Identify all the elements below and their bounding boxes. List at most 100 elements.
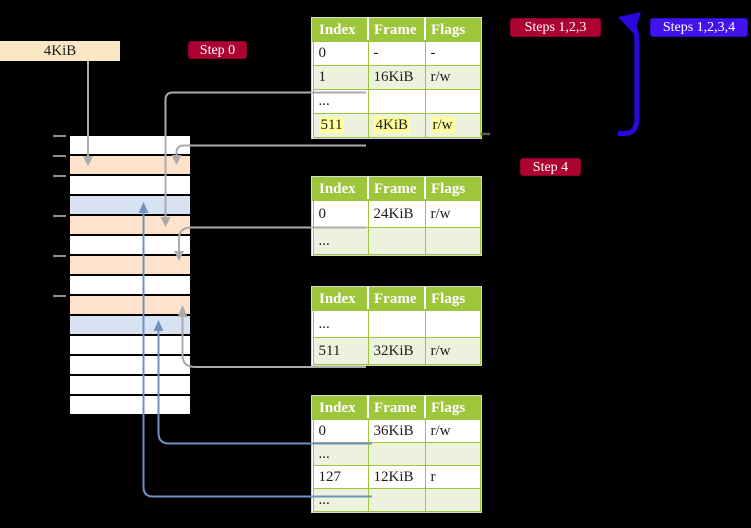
table-row: ...: [312, 442, 481, 466]
column-header-flags: Flags: [424, 18, 481, 42]
page-table-level-4: Index Frame Flags 0 - - 1 16KiB r/w ... …: [311, 17, 482, 139]
column-header-index: Index: [312, 396, 369, 420]
cell-frame: 4KiB: [367, 113, 426, 138]
table-row: 0 - -: [312, 40, 481, 66]
table-row: ...: [312, 309, 481, 338]
cell-flags: -: [424, 40, 481, 66]
cell-flags: r: [424, 465, 481, 489]
cell-frame: [367, 89, 426, 114]
cell-index: 511: [312, 113, 369, 138]
header-row: Index Frame Flags: [312, 18, 481, 42]
column-header-frame: Frame: [367, 396, 426, 420]
memory-row: [70, 396, 190, 414]
highlight: 511: [318, 117, 345, 133]
cell-frame: 16KiB: [367, 65, 426, 90]
recursive-loop-arrowhead: [618, 12, 641, 34]
cell-index: ...: [312, 488, 369, 512]
table-row: 1 16KiB r/w: [312, 65, 481, 90]
cell-flags: [424, 442, 481, 466]
column-header-flags: Flags: [424, 177, 481, 201]
cell-flags: r/w: [424, 199, 481, 228]
physical-memory-column: [70, 136, 190, 416]
cell-index: 511: [312, 337, 369, 365]
memory-row: [70, 336, 190, 356]
memory-row: [70, 276, 190, 296]
header-row: Index Frame Flags: [312, 396, 481, 420]
arrow-l4e511-to-4kib: [175, 144, 366, 155]
cell-frame: 12KiB: [367, 465, 426, 489]
table-row-highlighted: 511 4KiB r/w: [312, 113, 481, 138]
column-header-index: Index: [312, 177, 369, 201]
table-row: 127 12KiB r: [312, 465, 481, 489]
cell-index: 0: [312, 199, 369, 228]
cell-index: 0: [312, 40, 369, 66]
cell-frame: [367, 488, 426, 512]
cell-flags: r/w: [424, 337, 481, 365]
cell-index: ...: [312, 89, 369, 114]
steps-123-badge: Steps 1,2,3: [510, 18, 601, 37]
column-header-index: Index: [312, 18, 369, 42]
cell-frame: -: [367, 40, 426, 66]
table-row: ...: [312, 227, 481, 255]
memory-address-tick: [53, 175, 66, 177]
cell-flags: r/w: [424, 113, 481, 138]
table-row: 0 36KiB r/w: [312, 418, 481, 443]
memory-row: [70, 216, 190, 236]
cell-frame: [367, 309, 426, 338]
column-header-frame: Frame: [367, 177, 426, 201]
memory-address-tick: [53, 215, 66, 217]
cell-flags: r/w: [424, 65, 481, 90]
memory-row: [70, 376, 190, 396]
highlight: 4KiB: [373, 117, 411, 133]
header-row: Index Frame Flags: [312, 287, 481, 311]
cell-frame: 32KiB: [367, 337, 426, 365]
memory-address-tick: [53, 135, 66, 137]
cell-flags: [424, 89, 481, 114]
memory-row: [70, 156, 190, 176]
memory-row: [70, 316, 190, 336]
memory-row: [70, 236, 190, 256]
cell-index: ...: [312, 227, 369, 255]
header-row: Index Frame Flags: [312, 177, 481, 201]
cell-index: 0: [312, 418, 369, 443]
table-row: 511 32KiB r/w: [312, 337, 481, 365]
memory-row: [70, 296, 190, 316]
cell-flags: [424, 227, 481, 255]
page-table-level-3: Index Frame Flags 0 24KiB r/w ...: [311, 176, 482, 256]
page-table-level-1: Index Frame Flags 0 36KiB r/w ... 127 12…: [311, 395, 482, 513]
cell-frame: [367, 227, 426, 255]
memory-row: [70, 356, 190, 376]
table-row: ...: [312, 488, 481, 512]
cell-frame: 24KiB: [367, 199, 426, 228]
cell-index: 1: [312, 65, 369, 90]
memory-row: [70, 136, 190, 156]
steps-1234-badge: Steps 1,2,3,4: [650, 18, 748, 37]
table-row: 0 24KiB r/w: [312, 199, 481, 228]
cr3-frame-label: 4KiB: [0, 41, 120, 61]
cell-frame: 36KiB: [367, 418, 426, 443]
cell-index: 127: [312, 465, 369, 489]
cell-index: ...: [312, 309, 369, 338]
cell-flags: [424, 309, 481, 338]
highlight: r/w: [430, 117, 455, 133]
table-row: ...: [312, 89, 481, 114]
memory-address-tick: [53, 255, 66, 257]
column-header-frame: Frame: [367, 18, 426, 42]
cell-flags: r/w: [424, 418, 481, 443]
page-table-level-2: Index Frame Flags ... 511 32KiB r/w: [311, 286, 482, 366]
column-header-index: Index: [312, 287, 369, 311]
cell-index: ...: [312, 442, 369, 466]
memory-row: [70, 196, 190, 216]
memory-row: [70, 256, 190, 276]
step-4-badge: Step 4: [520, 158, 581, 176]
cell-frame: [367, 442, 426, 466]
column-header-flags: Flags: [424, 287, 481, 311]
column-header-flags: Flags: [424, 396, 481, 420]
recursive-loop-arrow: [618, 19, 640, 136]
memory-row: [70, 176, 190, 196]
memory-address-tick: [53, 155, 66, 157]
column-header-frame: Frame: [367, 287, 426, 311]
memory-address-tick: [53, 295, 66, 297]
step-0-badge: Step 0: [188, 41, 247, 59]
